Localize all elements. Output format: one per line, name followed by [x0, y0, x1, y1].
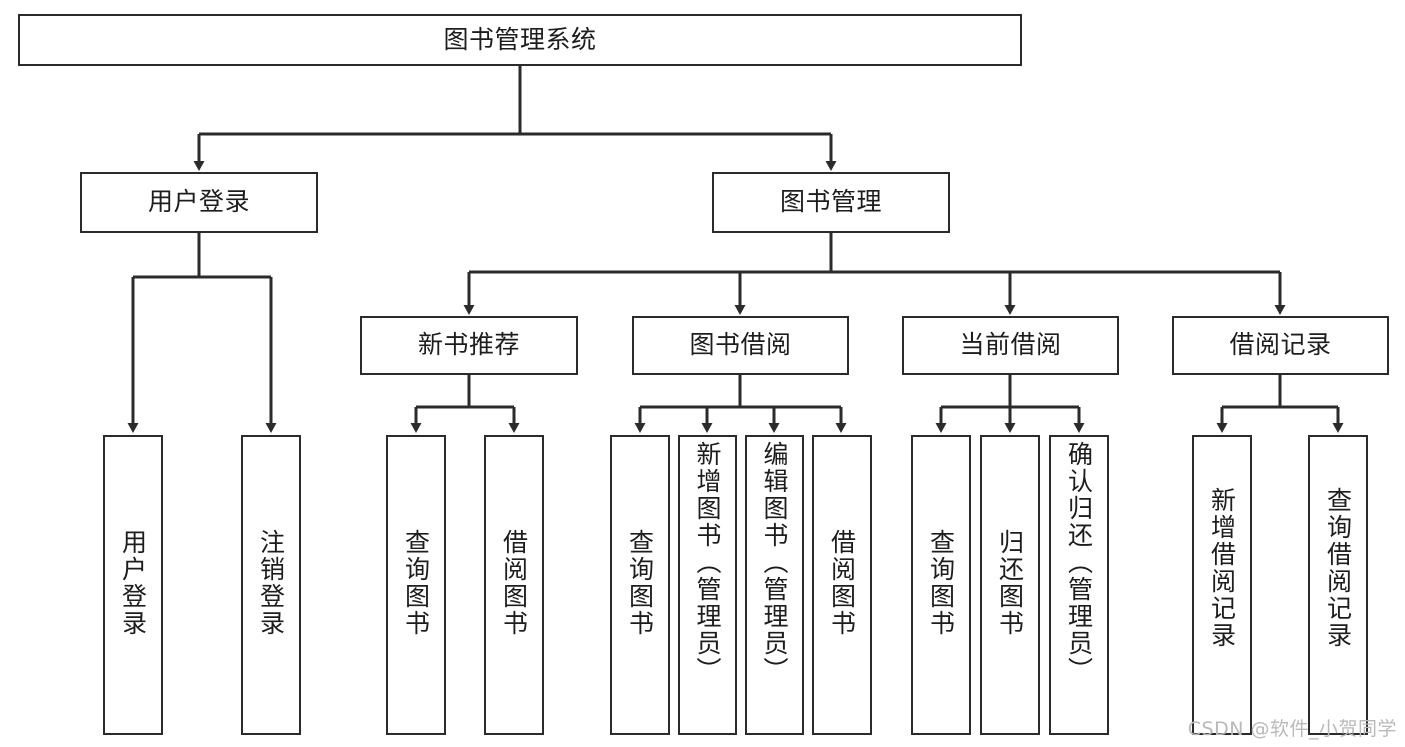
leaf-query-book-3[interactable]: 查询图书: [911, 435, 971, 735]
node-book-management[interactable]: 图书管理: [712, 172, 950, 233]
node-current-borrow[interactable]: 当前借阅: [902, 316, 1119, 375]
node-root[interactable]: 图书管理系统: [18, 14, 1022, 66]
node-book-borrow-label: 图书借阅: [689, 330, 792, 360]
leaf-borrow-book-1-label: 借阅图书: [499, 529, 529, 637]
leaf-add-record-label: 新增借阅记录: [1207, 487, 1237, 649]
leaf-query-book-2[interactable]: 查询图书: [610, 435, 670, 735]
node-new-book-recommend[interactable]: 新书推荐: [360, 316, 578, 375]
leaf-return-book-label: 归还图书: [995, 529, 1025, 637]
node-new-book-recommend-label: 新书推荐: [417, 330, 520, 360]
leaf-logout-login-label: 注销登录: [256, 529, 286, 637]
leaf-add-book-label: 新增图书（管理员）: [693, 441, 722, 684]
leaf-query-book-2-label: 查询图书: [625, 529, 655, 637]
leaf-query-record-label: 查询借阅记录: [1323, 487, 1353, 649]
leaf-query-book-1-label: 查询图书: [401, 529, 431, 637]
node-borrow-record[interactable]: 借阅记录: [1172, 316, 1389, 375]
leaf-logout-login[interactable]: 注销登录: [241, 435, 301, 735]
node-book-borrow[interactable]: 图书借阅: [632, 316, 849, 375]
leaf-query-record[interactable]: 查询借阅记录: [1308, 435, 1368, 735]
leaf-add-record[interactable]: 新增借阅记录: [1192, 435, 1252, 735]
leaf-confirm-return-label: 确认归还（管理员）: [1064, 441, 1094, 684]
node-root-label: 图书管理系统: [443, 24, 597, 54]
leaf-add-book[interactable]: 新增图书（管理员）: [678, 435, 737, 735]
node-user-login-label: 用户登录: [147, 187, 250, 217]
leaf-query-book-1[interactable]: 查询图书: [386, 435, 446, 735]
leaf-user-login[interactable]: 用户登录: [103, 435, 163, 735]
node-current-borrow-label: 当前借阅: [959, 330, 1062, 360]
leaf-borrow-book-2[interactable]: 借阅图书: [812, 435, 872, 735]
leaf-edit-book-label: 编辑图书（管理员）: [760, 441, 789, 684]
leaf-user-login-label: 用户登录: [118, 529, 148, 637]
leaf-borrow-book-2-label: 借阅图书: [827, 529, 857, 637]
csdn-watermark: CSDN @软件_小贺同学: [1187, 718, 1397, 740]
leaf-confirm-return[interactable]: 确认归还（管理员）: [1049, 435, 1109, 735]
leaf-return-book[interactable]: 归还图书: [980, 435, 1040, 735]
node-user-login[interactable]: 用户登录: [80, 172, 318, 233]
node-book-management-label: 图书管理: [779, 187, 882, 217]
node-borrow-record-label: 借阅记录: [1229, 330, 1332, 360]
leaf-query-book-3-label: 查询图书: [926, 529, 956, 637]
leaf-edit-book[interactable]: 编辑图书（管理员）: [745, 435, 804, 735]
leaf-borrow-book-1[interactable]: 借阅图书: [484, 435, 544, 735]
